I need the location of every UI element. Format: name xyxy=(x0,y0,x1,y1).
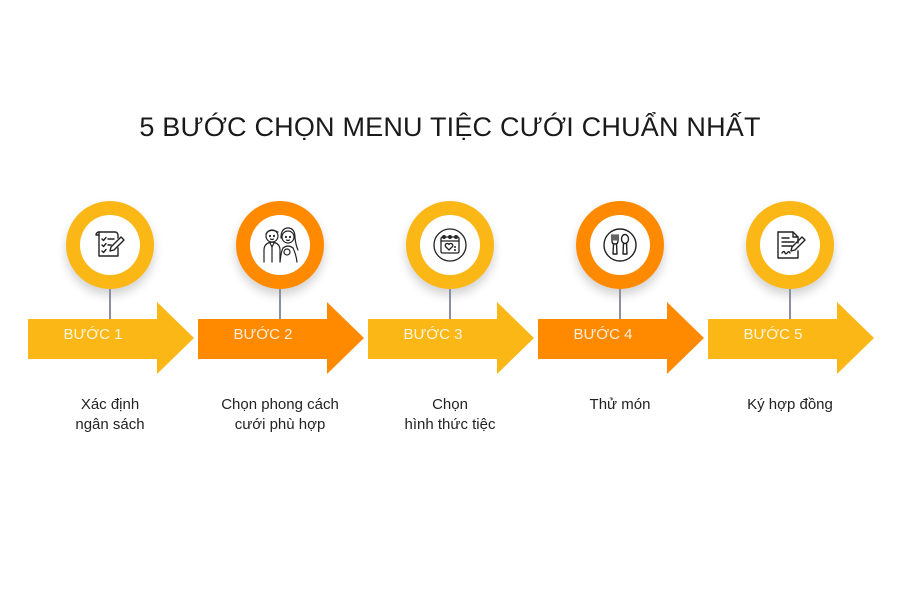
step-4-label: BƯỚC 4 xyxy=(573,326,633,343)
step-4-arrow xyxy=(538,302,704,374)
step-3-description: Chọn hình thức tiệc xyxy=(404,396,496,433)
step-1: BƯỚC 1 Xác định ngân sách xyxy=(28,0,198,600)
step-5-icon-circle xyxy=(746,201,834,289)
step-5-arrow xyxy=(708,302,874,374)
step-4-connector xyxy=(619,289,621,320)
step-1-arrow xyxy=(28,302,194,374)
step-1-description: Xác định ngân sách xyxy=(75,396,145,433)
step-3-label: BƯỚC 3 xyxy=(403,326,463,343)
contract-sign-icon xyxy=(773,228,807,262)
step-5-description: Ký hợp đồng xyxy=(747,396,833,413)
step-5-connector xyxy=(789,289,791,320)
step-4: BƯỚC 4 Thử món xyxy=(538,0,708,600)
step-5-label: BƯỚC 5 xyxy=(743,326,803,343)
step-3: BƯỚC 3 Chọn hình thức tiệc xyxy=(368,0,538,600)
step-1-icon-circle xyxy=(66,201,154,289)
step-2-arrow xyxy=(198,302,364,374)
step-4-icon-circle xyxy=(576,201,664,289)
step-3-icon-circle xyxy=(406,201,494,289)
step-5: BƯỚC 5 Ký hợp đồng xyxy=(708,0,878,600)
step-3-arrow xyxy=(368,302,534,374)
step-1-label: BƯỚC 1 xyxy=(63,326,123,343)
step-2-label: BƯỚC 2 xyxy=(233,326,293,343)
checklist-pen-icon xyxy=(93,228,127,262)
step-4-description: Thử món xyxy=(589,396,651,413)
step-1-connector xyxy=(109,289,111,320)
step-2-icon-circle xyxy=(236,201,324,289)
step-2: BƯỚC 2 Chọn phong cách cưới phù hợp xyxy=(198,0,368,600)
bride-groom-icon xyxy=(259,224,301,266)
calendar-heart-icon xyxy=(432,227,468,263)
page-title: 5 BƯỚC CHỌN MENU TIỆC CƯỚI CHUẨN NHẤT xyxy=(139,112,761,142)
step-2-connector xyxy=(279,289,281,320)
fork-spoon-icon xyxy=(602,227,638,263)
step-2-description: Chọn phong cách cưới phù hợp xyxy=(221,396,339,433)
step-3-connector xyxy=(449,289,451,320)
